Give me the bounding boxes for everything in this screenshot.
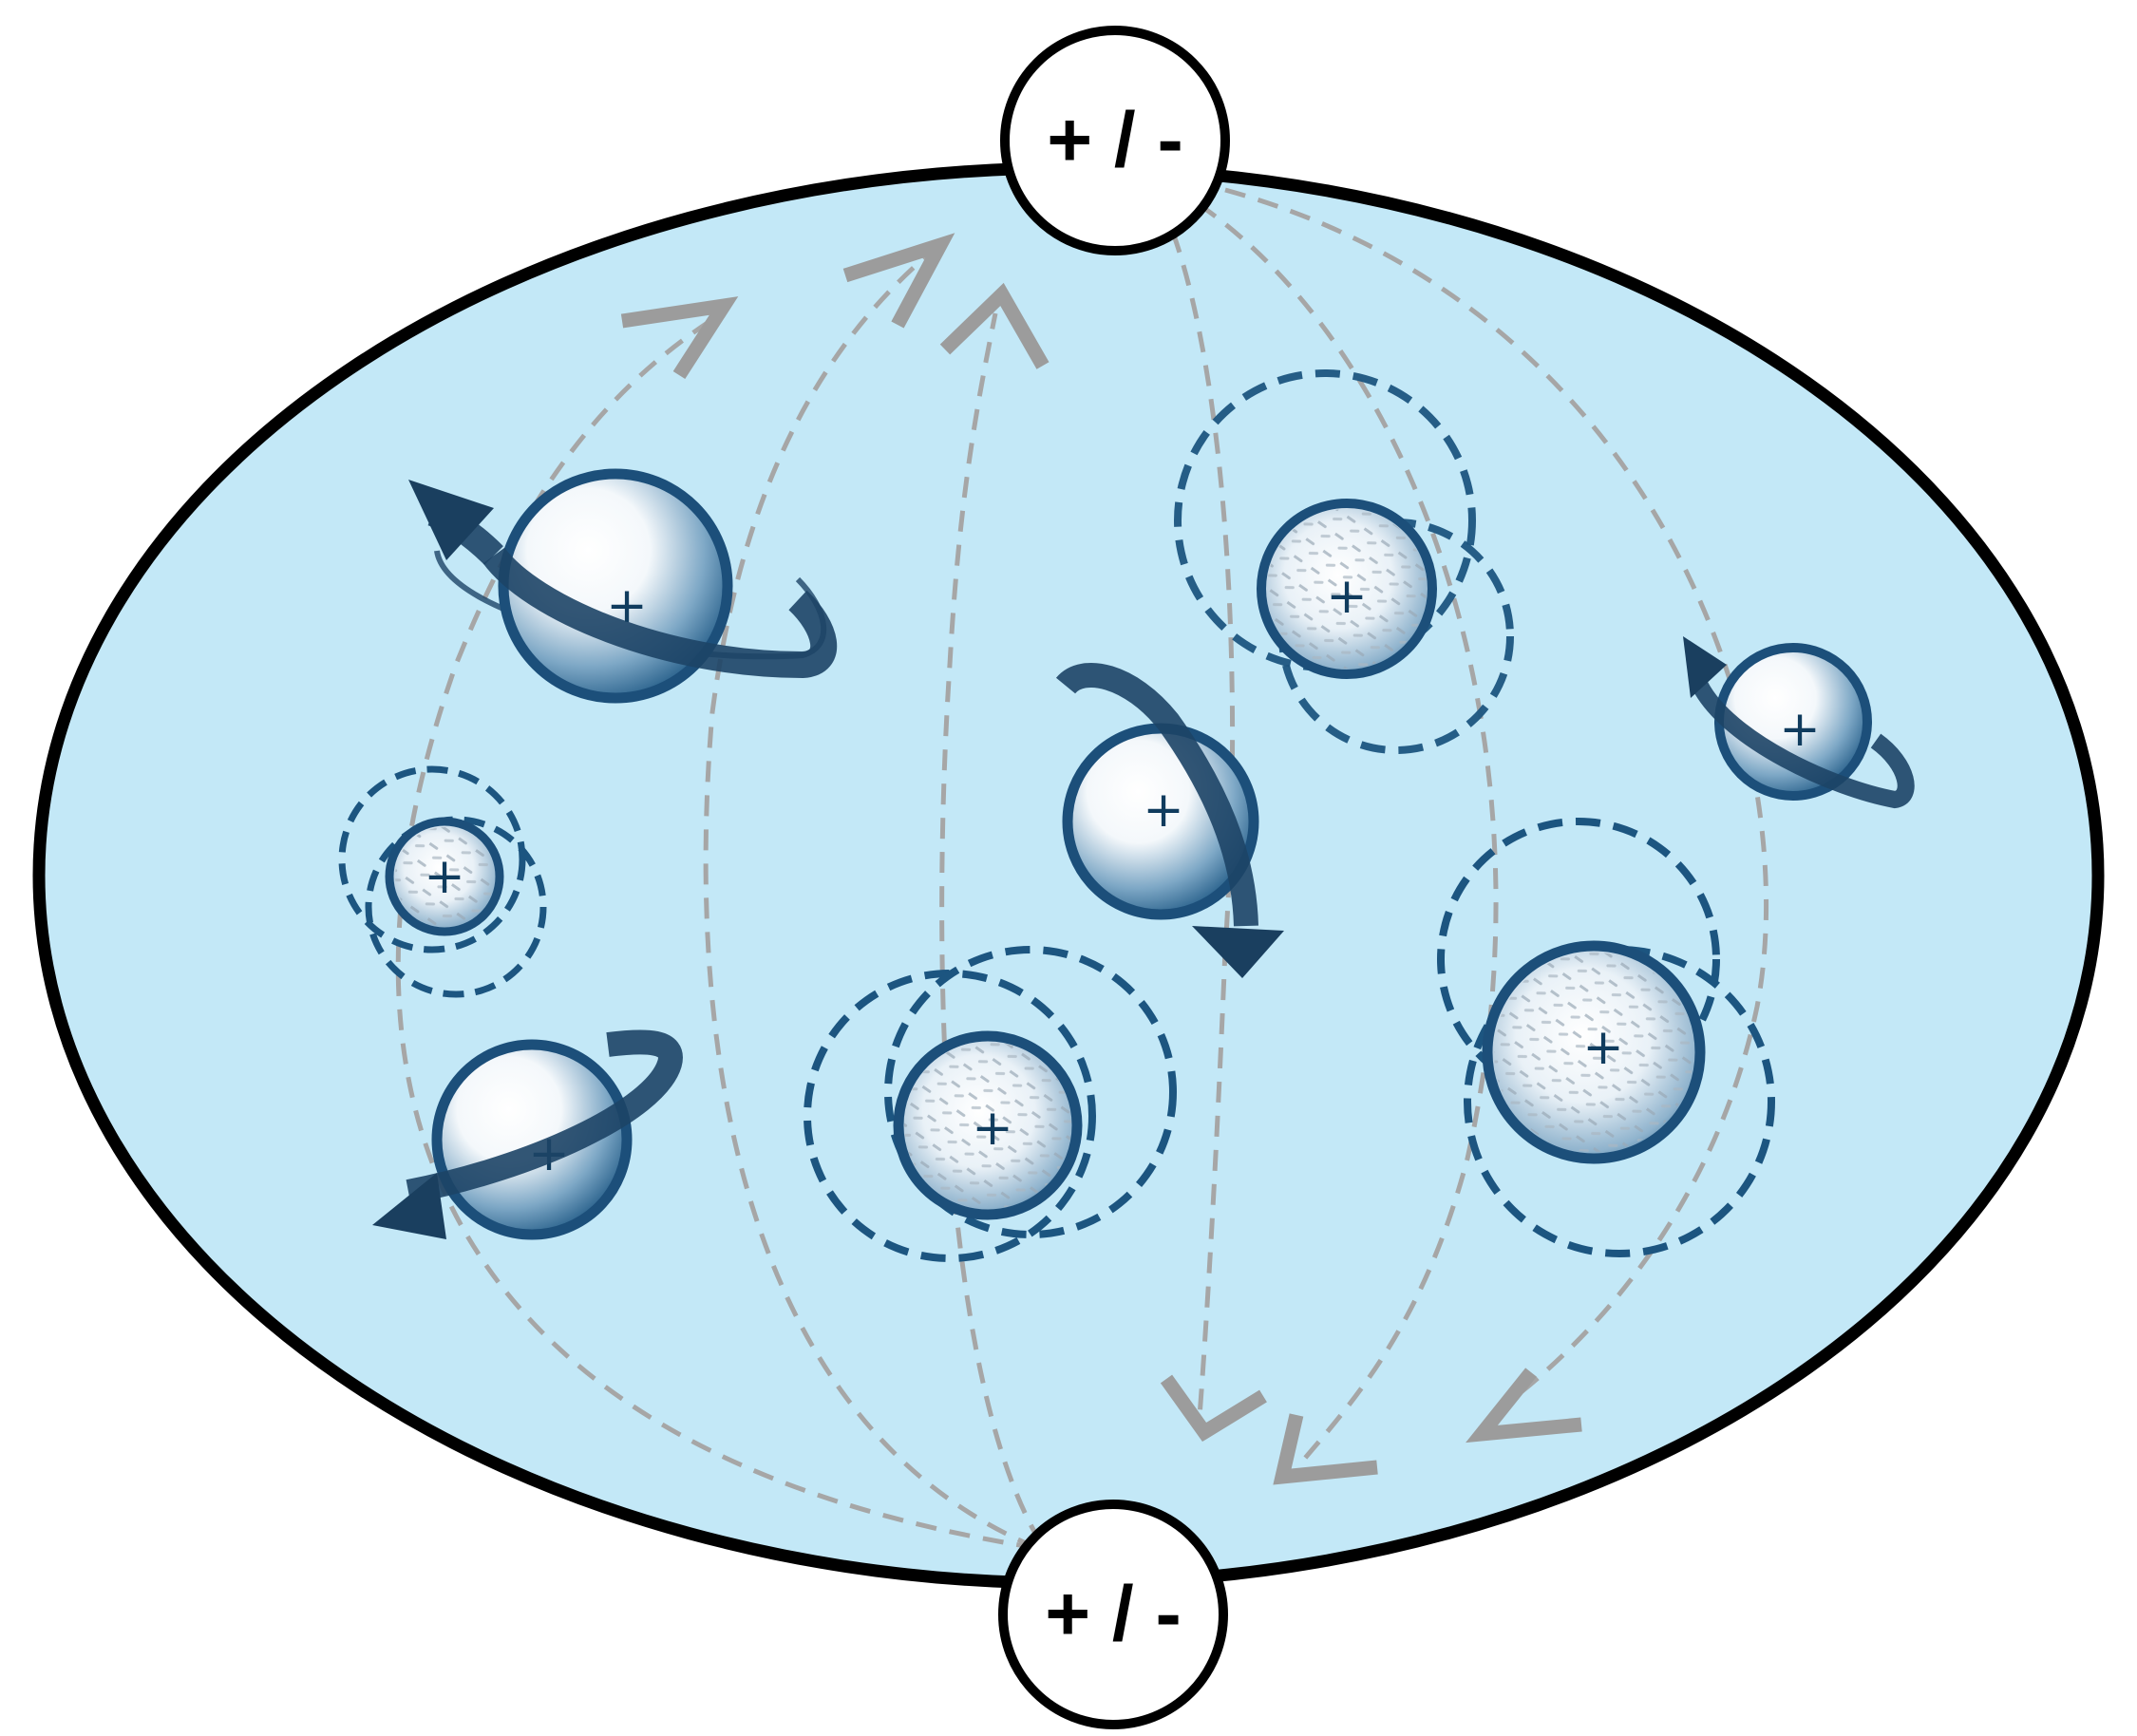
field-line-6	[1224, 187, 1768, 1403]
field-arrowhead-5	[1273, 1413, 1378, 1485]
bottom-electrode: + / -	[998, 1500, 1228, 1729]
rotating-particle: +	[408, 468, 838, 704]
particle-hatching	[1267, 509, 1427, 669]
particle-plus-mark: +	[1143, 782, 1184, 839]
cell-body	[32, 161, 2105, 1590]
rotation-arrow	[482, 547, 838, 679]
field-line-4	[1170, 232, 1236, 1430]
particle-plus-mark: +	[1779, 701, 1821, 758]
rotation-arrowhead	[372, 1173, 446, 1239]
electrode-label: + / -	[1045, 1571, 1182, 1657]
double-layer-ring	[365, 816, 547, 998]
particle-hatching	[904, 1042, 1071, 1209]
particle-plus-mark: +	[1326, 568, 1368, 625]
particle-plus-mark: +	[972, 1100, 1013, 1157]
particle-plus-mark: +	[424, 848, 465, 905]
double-layer-ring	[804, 970, 1096, 1262]
field-arrowhead-2	[842, 233, 955, 329]
double-layer-ring	[1464, 946, 1775, 1257]
field-arrowhead-4	[1160, 1374, 1267, 1443]
particle-plus-mark: +	[1582, 1019, 1624, 1076]
rotation-arrow	[1693, 681, 1915, 809]
field-line-3	[939, 312, 1044, 1545]
electrode-circle	[1000, 26, 1230, 255]
double-layer-particle: +	[804, 946, 1177, 1262]
double-layer-ring	[884, 946, 1177, 1238]
field-arrowhead-3	[939, 282, 1050, 369]
electrode-label: + / -	[1047, 97, 1183, 183]
rotation-arrowhead	[1683, 636, 1727, 698]
particle-hatching	[395, 827, 494, 926]
particle-hatching	[1494, 953, 1693, 1152]
rotation-arrow	[1055, 663, 1258, 927]
double-layer-ring	[338, 765, 526, 953]
field-line-5	[1197, 201, 1499, 1464]
particle-sphere	[431, 1039, 633, 1240]
double-layer-particle: +	[1174, 369, 1514, 754]
rotation-arrowhead	[1192, 926, 1284, 978]
top-electrode: + / -	[1000, 26, 1230, 255]
field-arrowheads	[620, 233, 1582, 1485]
rotation-arrow	[406, 1029, 683, 1204]
electrode-circle	[998, 1500, 1228, 1729]
field-arrowhead-6	[1466, 1368, 1582, 1444]
double-layer-ring	[1437, 818, 1720, 1101]
field-line-2	[703, 255, 1038, 1551]
double-layer-particle: +	[338, 765, 547, 998]
rotating-particle: +	[1055, 663, 1284, 978]
field-arrowhead-1	[620, 296, 739, 380]
rotating-particle: +	[372, 1029, 683, 1240]
rotation-arrowhead	[408, 480, 494, 560]
rotating-particle: +	[1683, 636, 1915, 809]
double-layer-particle: +	[1437, 818, 1775, 1257]
